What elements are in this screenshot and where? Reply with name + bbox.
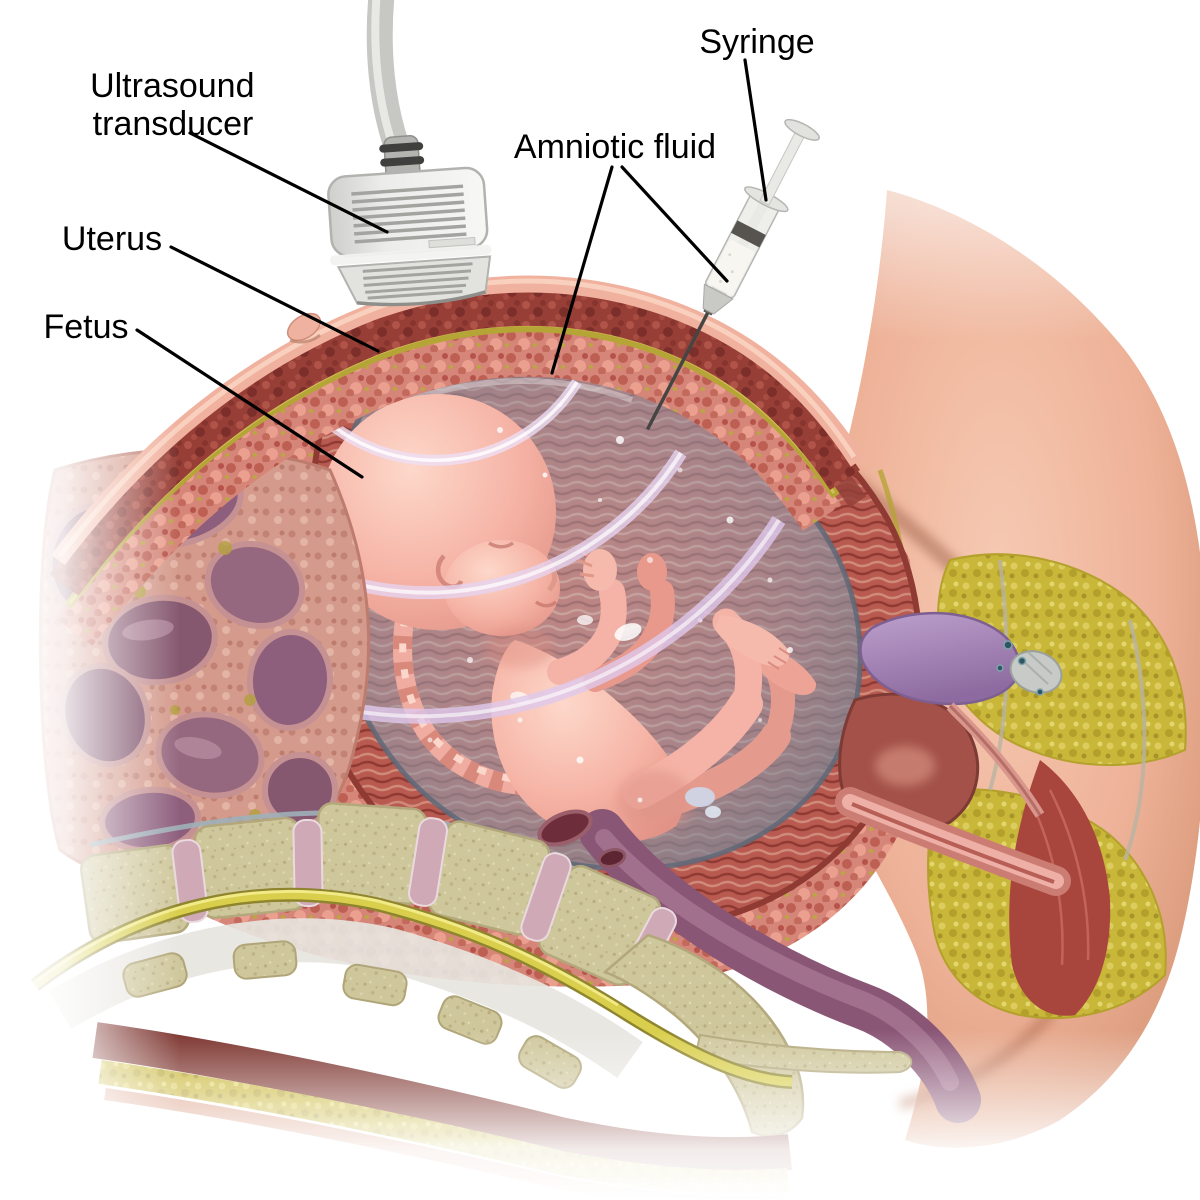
urethra [946,702,1045,818]
transducer-model-label [428,236,476,249]
leader-fetus [135,328,364,479]
fetal-eye [488,541,515,549]
leader-amniotic-fluid-syringe [620,165,729,283]
label-syringe: Syringe [699,23,814,61]
label-uterus: Uterus [62,220,162,258]
label-amniotic-fluid: Amniotic fluid [514,128,716,166]
transducer-contact-face [356,290,486,307]
fetal-mouth [534,600,558,608]
leader-syringe [743,58,768,202]
labels: Ultrasound transducer Uterus Fetus Amnio… [43,23,814,346]
subcutaneous-fat-layer [55,330,842,646]
bottom-fade [0,1030,1200,1200]
leader-lines [135,58,768,479]
label-fetus: Fetus [43,308,128,346]
cut-blood-vessels [996,640,1044,696]
plunger-seal [730,220,766,248]
leader-amniotic-fluid-sac [550,165,614,375]
syringe-needle [645,308,711,431]
transducer-grill-lower [362,262,473,300]
ultrasound-transducer-device [327,0,492,307]
abdominal-muscle-layer [49,289,860,596]
plunger-cap [784,118,820,141]
leader-ultrasound-transducer [188,131,389,234]
top-right-fade [835,60,1200,340]
fetal-foot-near [715,615,790,667]
iliac-vessels [537,809,627,868]
left-fade [0,0,180,1200]
umbilicus [286,312,322,344]
vagina [835,787,1071,896]
umbilical-cord [393,575,534,796]
amniotic-fluid-speckles [427,403,793,818]
leader-uterus [169,245,380,353]
syringe-device [645,118,820,431]
intervertebral-discs [171,817,677,987]
fetal-hand [583,549,617,591]
bladder [859,611,1021,706]
transducer-grill-upper [351,184,467,244]
label-ultrasound-transducer: Ultrasound transducer [90,67,264,143]
